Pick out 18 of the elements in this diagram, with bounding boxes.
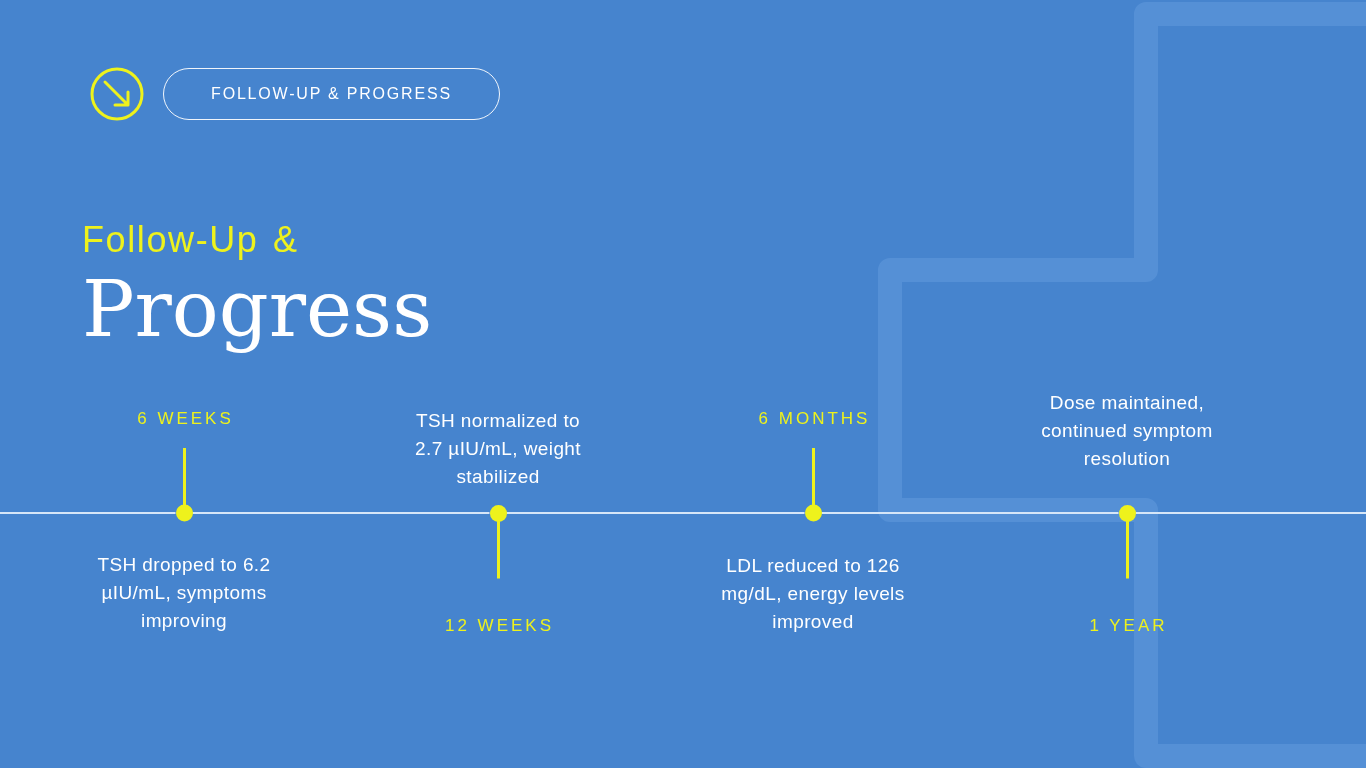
period-label: 6 MONTHS [758,408,871,430]
timeline-marker [489,504,507,578]
milestone-description: Dose maintained, continued symptom resolution [1040,391,1214,471]
period-label: 12 WEEKS [444,615,554,637]
timeline-line [191,512,491,514]
period-label: 1 YEAR [1089,615,1168,637]
timeline-marker [175,448,193,522]
milestone-description: TSH normalized to 2.7 µIU/mL, weight stabilized [414,409,582,489]
timeline-line [1134,512,1366,514]
milestone-description: LDL reduced to 126 mg/dL, energy levels improved [720,554,906,634]
timeline-marker [804,448,822,522]
timeline-line [0,512,177,514]
timeline-marker [1118,504,1136,578]
title: Follow-Up & Progress [82,218,434,356]
milestone-description: TSH dropped to 6.2 µIU/mL, symptoms improving [96,553,272,633]
timeline-line [820,512,1120,514]
period-label: 6 WEEKS [137,408,234,430]
timeline-line [505,512,806,514]
